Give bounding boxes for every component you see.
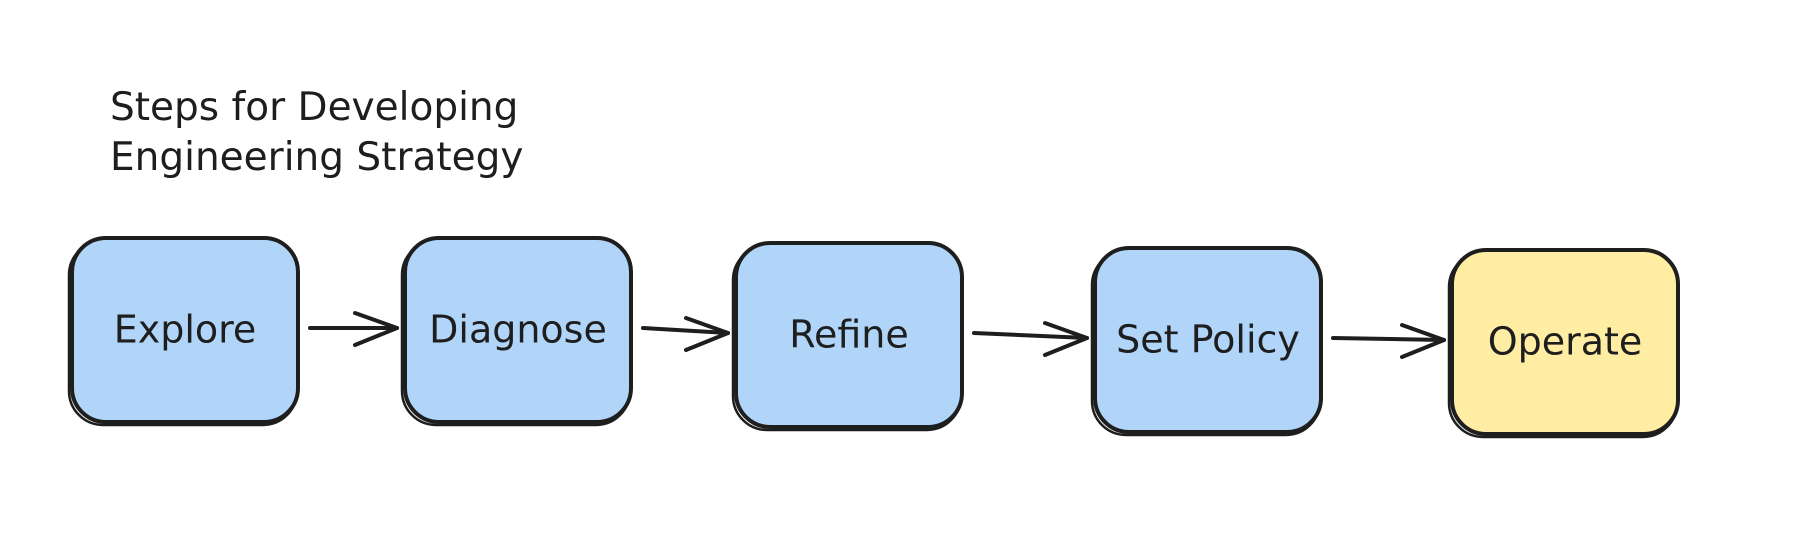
arrowhead-icon (684, 316, 730, 352)
edge-explore-to-diagnose (308, 311, 399, 347)
edge-line (1331, 336, 1446, 342)
node-diagnose: Diagnose (400, 236, 633, 427)
diagram-title: Steps for Developing Engineering Strateg… (110, 85, 524, 180)
node-label: Operate (1488, 320, 1643, 364)
nodes-layer: Explore Diagnose Refine Set Policy Operate (67, 236, 1680, 439)
node-box (1093, 246, 1323, 434)
edge-set-policy-to-operate (1331, 323, 1446, 359)
node-label: Set Policy (1116, 318, 1300, 362)
node-refine: Refine (731, 241, 964, 432)
node-label: Diagnose (429, 308, 607, 352)
node-box (403, 236, 633, 424)
node-label: Explore (114, 308, 257, 352)
edge-line (641, 326, 730, 335)
node-box (1450, 248, 1680, 436)
arrowhead-icon (1400, 323, 1446, 359)
node-set-policy: Set Policy (1090, 246, 1323, 437)
edge-diagnose-to-refine (641, 316, 730, 352)
node-box (70, 236, 300, 424)
node-label: Refine (789, 313, 908, 357)
title-line-1: Steps for Developing (110, 85, 518, 130)
edge-line (972, 331, 1089, 340)
node-box (734, 241, 964, 429)
edges-layer (308, 311, 1446, 359)
title-line-2: Engineering Strategy (110, 135, 524, 180)
edge-refine-to-set-policy (972, 321, 1089, 357)
node-explore: Explore (67, 236, 300, 427)
node-operate: Operate (1447, 248, 1680, 439)
arrowhead-icon (1043, 321, 1089, 357)
arrowhead-icon (353, 311, 399, 347)
